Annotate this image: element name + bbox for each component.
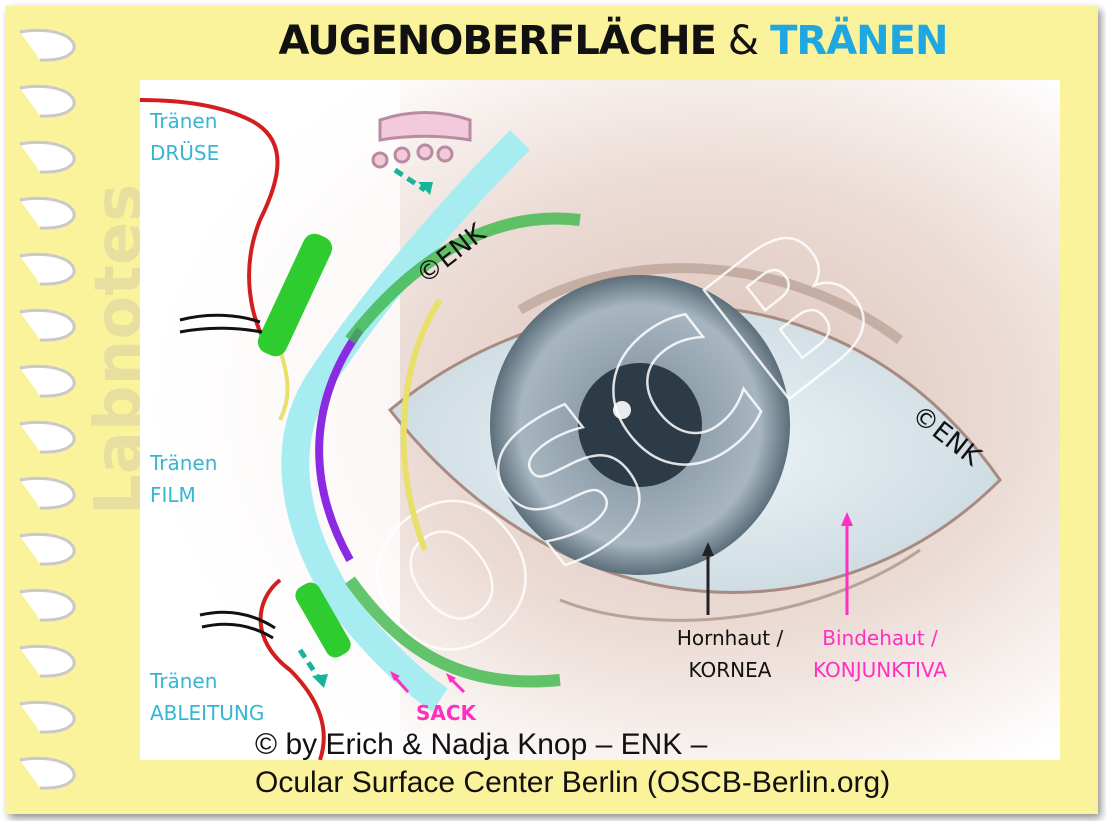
lacrimal-gland (371, 111, 472, 169)
label-drain-1: Tränen (149, 669, 217, 693)
label-cornea-2: KORNEA (689, 658, 772, 682)
label-gland-1: Tränen (149, 109, 217, 133)
upper-tarsal-gland (257, 233, 333, 357)
label-drain-2: ABLEITUNG (150, 701, 264, 725)
gland-flow-arrow (393, 167, 427, 193)
page-title: AUGENOBERFLÄCHE&TRÄNEN (0, 18, 1106, 64)
cornea-layer (315, 327, 364, 562)
footer-line-1: © by Erich & Nadja Knop – ENK – (255, 728, 708, 761)
upper-eyelash (179, 313, 261, 324)
spiral-binding (19, 29, 76, 790)
title-part1: AUGENOBERFLÄCHE (278, 18, 717, 64)
sclera-yellow-line (400, 298, 443, 552)
drain-flow-arrow (297, 648, 323, 682)
tear-film (281, 130, 530, 712)
eye-diagram: OSCB (140, 80, 1060, 760)
title-part2: TRÄNEN (770, 18, 948, 64)
label-conj-1: Bindehaut / (822, 626, 938, 650)
pupil (578, 363, 702, 487)
label-sack: SACK (416, 701, 478, 725)
upper-eyelid-outline (140, 98, 280, 352)
lower-tarsal-gland (295, 582, 351, 658)
label-gland-2: DRÜSE (150, 141, 219, 165)
title-ampersand: & (727, 18, 759, 64)
label-cornea-1: Hornhaut / (677, 626, 784, 650)
lower-eyelid-outline (258, 578, 326, 760)
label-film-2: FILM (150, 483, 196, 507)
lower-eyelash (199, 610, 276, 630)
label-film-1: Tränen (149, 451, 217, 475)
conjunctiva-lower (345, 576, 561, 688)
label-conj-2: KONJUNKTIVA (813, 658, 947, 682)
conjunctiva-upper (345, 212, 581, 344)
footer-line-2: Ocular Surface Center Berlin (OSCB-Berli… (255, 766, 891, 799)
